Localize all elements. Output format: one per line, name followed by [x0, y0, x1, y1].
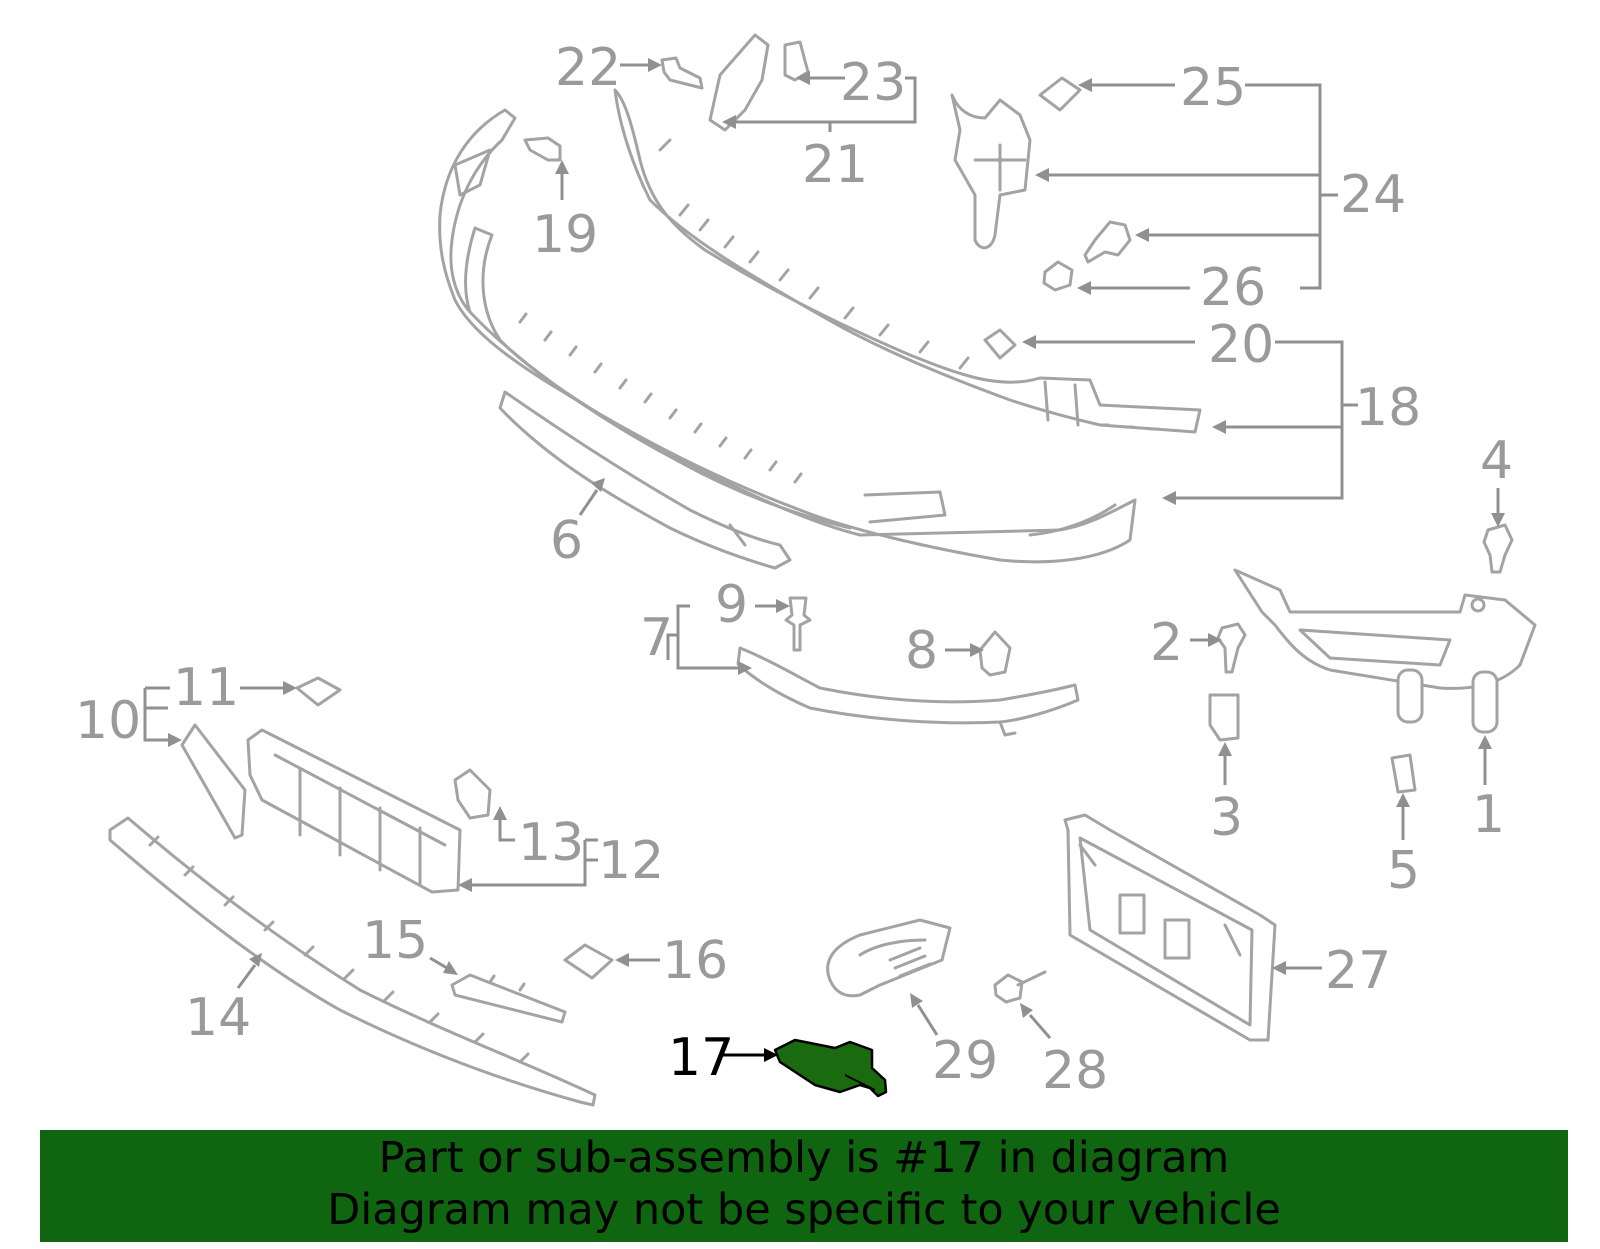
label-9: 9	[715, 575, 748, 635]
fog-lamp-bezel-part	[1233, 568, 1537, 734]
label-20: 20	[1208, 315, 1274, 375]
label-13: 13	[518, 813, 584, 873]
lower-strip-part	[498, 390, 792, 570]
info-banner: Part or sub-assembly is #17 in diagram D…	[40, 1130, 1568, 1242]
label-6: 6	[550, 511, 583, 571]
lower-bar-part	[736, 646, 1080, 737]
label-25: 25	[1180, 58, 1246, 118]
license-plate-bracket-part	[1063, 813, 1277, 1042]
label-24: 24	[1340, 165, 1406, 225]
label-8: 8	[905, 621, 938, 681]
fasteners	[295, 56, 1514, 1004]
banner-line-1: Part or sub-assembly is #17 in diagram	[378, 1133, 1230, 1183]
part-labels: 22 23 21 19 25 24 26 20 18 6 4 9 7 8 2 1…	[75, 38, 1513, 1101]
label-18: 18	[1355, 378, 1421, 438]
lower-grille-strip-part	[108, 816, 597, 1107]
leader-lines	[143, 58, 1505, 1062]
label-3: 3	[1210, 788, 1243, 848]
label-14: 14	[185, 988, 251, 1048]
label-1: 1	[1472, 785, 1505, 845]
label-21: 21	[802, 135, 868, 195]
label-5: 5	[1387, 841, 1420, 901]
label-27: 27	[1325, 941, 1391, 1001]
tow-eye-cover-part	[826, 918, 952, 998]
upper-absorber-bar-part	[613, 88, 1202, 434]
label-23: 23	[840, 53, 906, 113]
banner-line-2: Diagram may not be specific to your vehi…	[327, 1185, 1281, 1235]
label-28: 28	[1042, 1041, 1108, 1101]
label-29: 29	[932, 1031, 998, 1091]
label-16: 16	[662, 931, 728, 991]
label-12: 12	[598, 831, 664, 891]
label-4: 4	[1480, 431, 1513, 491]
highlighted-part-17	[773, 1038, 888, 1098]
parts-diagram: 22 23 21 19 25 24 26 20 18 6 4 9 7 8 2 1…	[75, 33, 1537, 1107]
label-17: 17	[668, 1028, 734, 1088]
grille-part	[246, 728, 462, 894]
label-2: 2	[1150, 613, 1183, 673]
label-10: 10	[75, 691, 141, 751]
label-22: 22	[555, 38, 621, 98]
side-molding-part	[180, 723, 247, 840]
bracket-21-part	[708, 33, 770, 132]
trim-strip-part	[450, 973, 567, 1024]
label-19: 19	[532, 205, 598, 265]
bumper-cover-part	[438, 108, 1137, 564]
label-11: 11	[173, 658, 239, 718]
label-15: 15	[362, 911, 428, 971]
label-7: 7	[640, 608, 673, 668]
label-26: 26	[1200, 258, 1266, 318]
side-bracket-part	[950, 93, 1032, 250]
